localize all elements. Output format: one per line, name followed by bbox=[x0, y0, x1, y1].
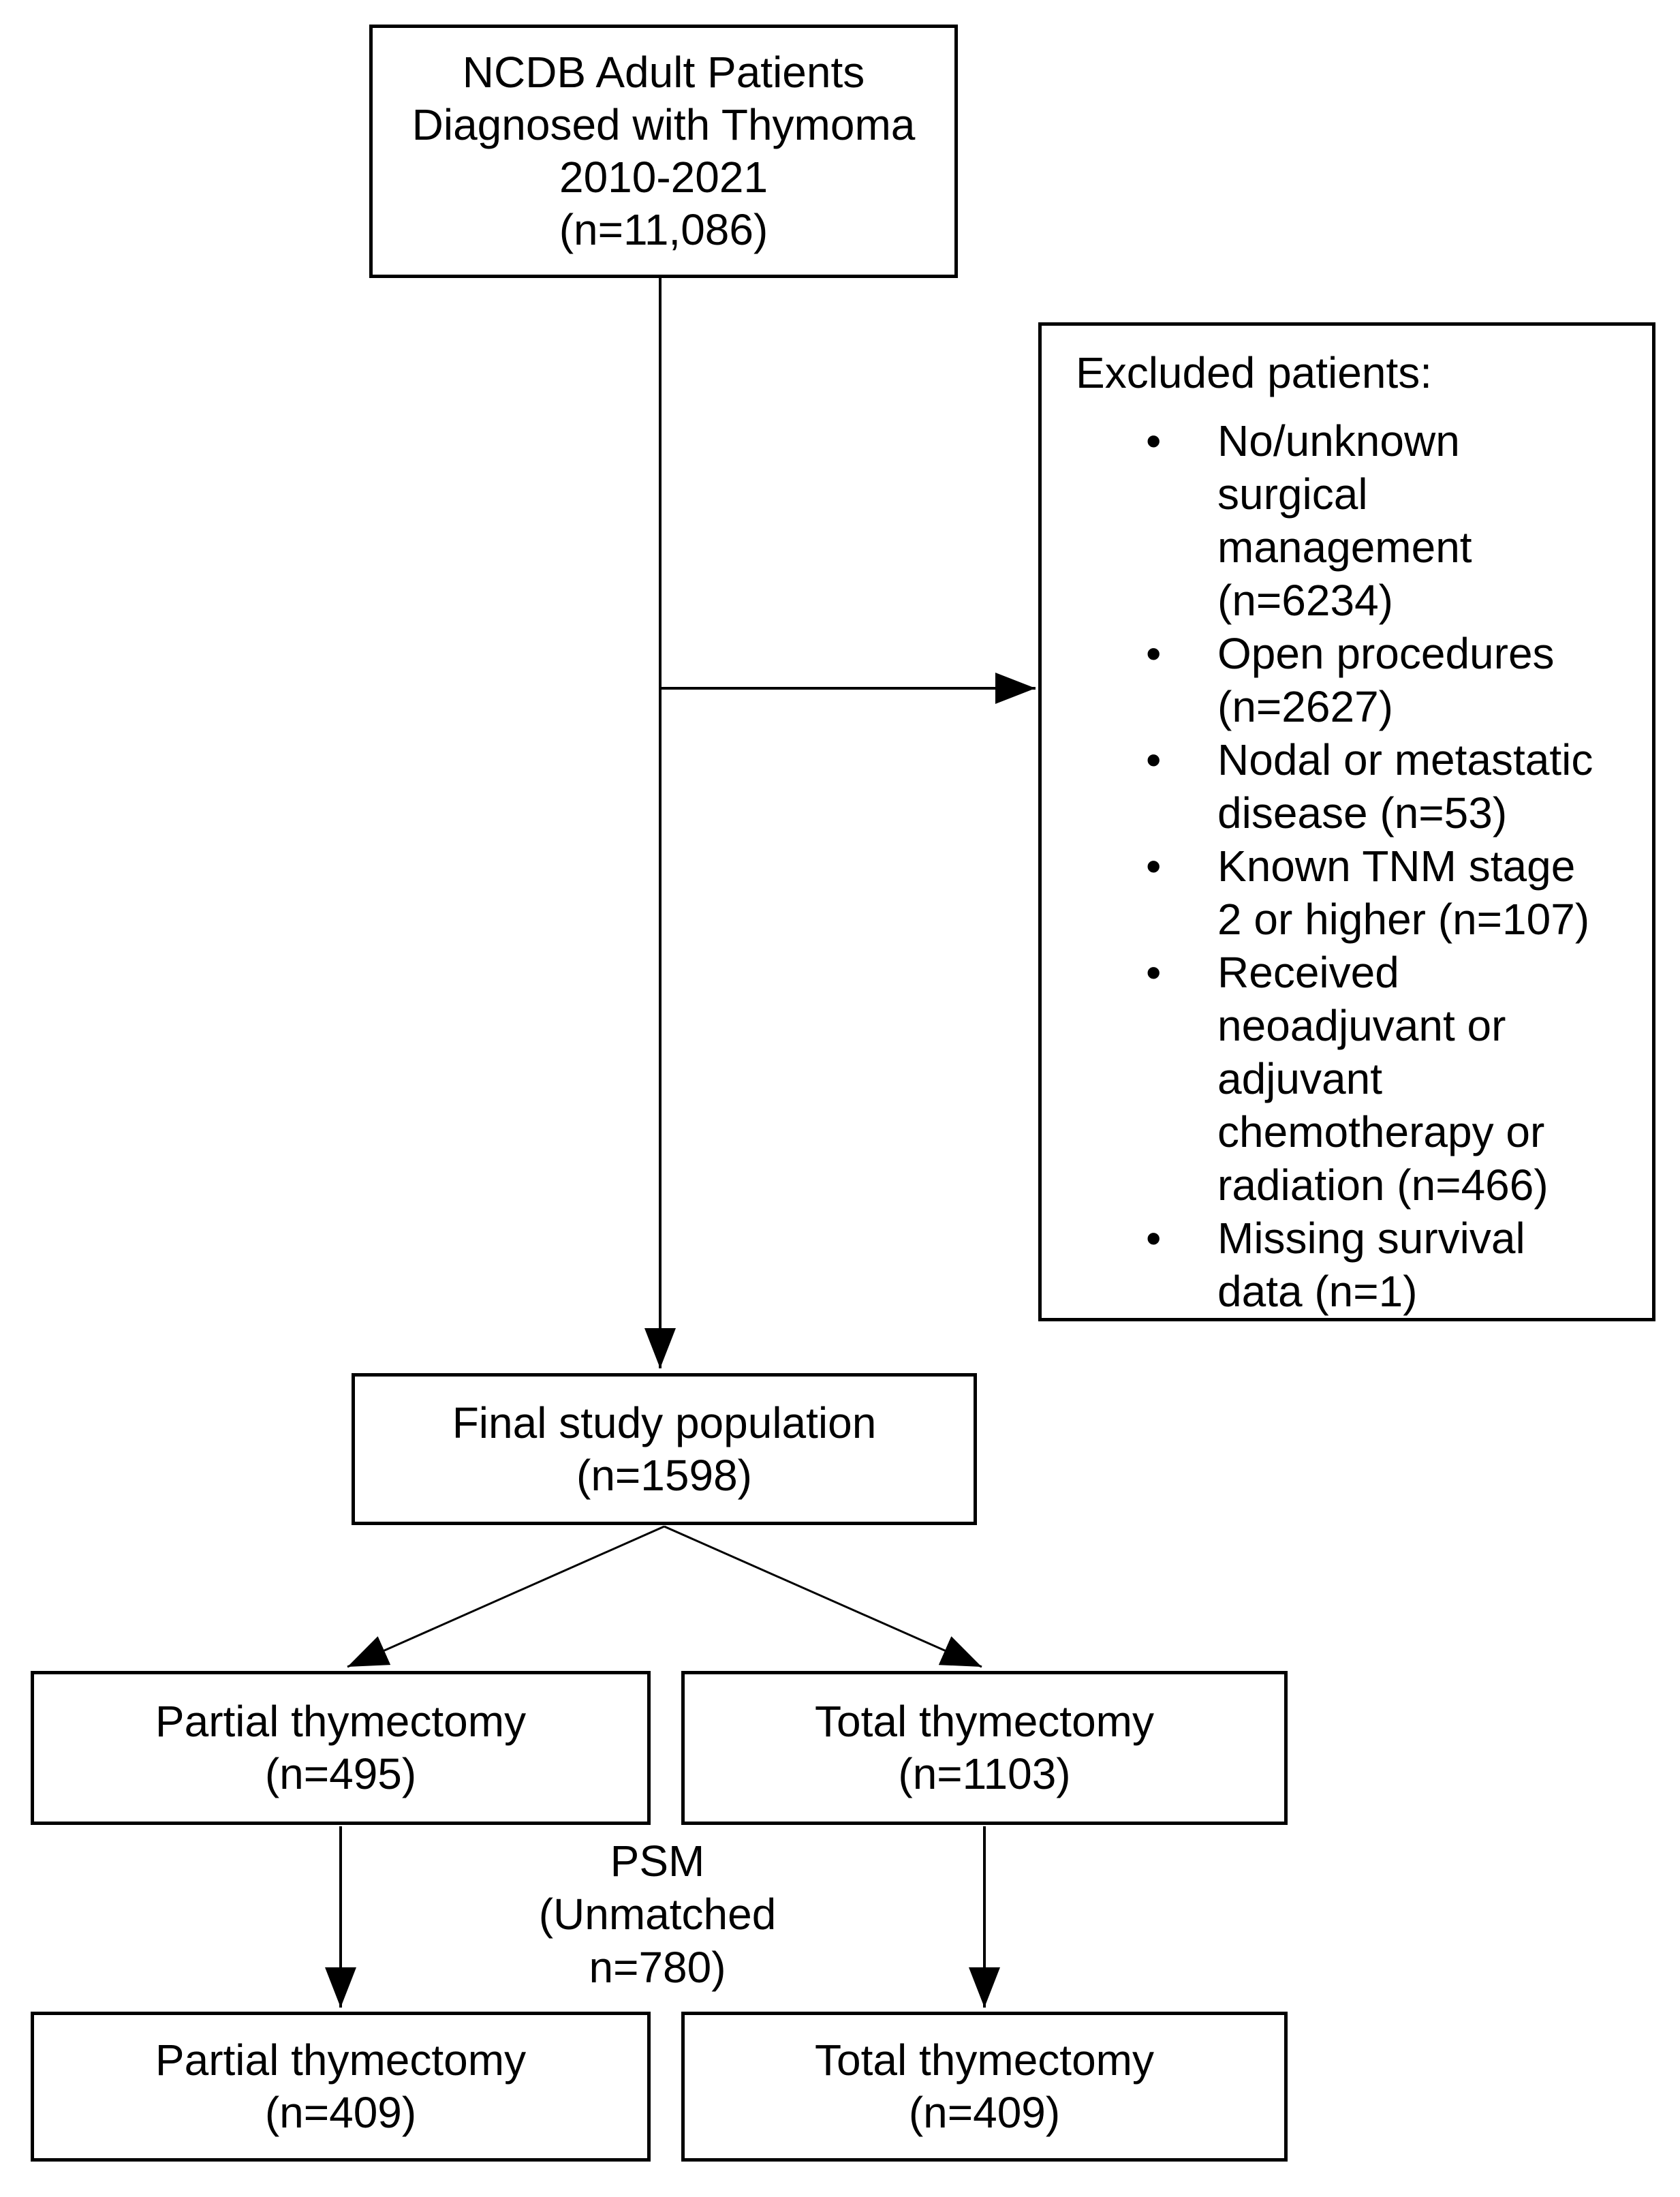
box-matched-partial-thymectomy: Partial thymectomy (n=409) bbox=[31, 2012, 651, 2162]
box-final-line: (n=1598) bbox=[576, 1450, 752, 1500]
psm-line: n=780) bbox=[589, 1943, 726, 1992]
excluded-item-neoadjuvant: • Received neoadjuvant or adjuvant chemo… bbox=[1076, 946, 1634, 1212]
excluded-item-open-procedures: • Open procedures (n=2627) bbox=[1076, 627, 1634, 733]
box-matched-total-line: (n=409) bbox=[908, 2088, 1061, 2137]
box-total-thymectomy: Total thymectomy (n=1103) bbox=[681, 1671, 1288, 1825]
bullet-icon: • bbox=[1146, 735, 1162, 784]
excluded-item-missing-survival: • Missing survival data (n=1) bbox=[1076, 1212, 1634, 1318]
psm-annotation: PSM (Unmatched n=780) bbox=[439, 1834, 875, 1994]
box-matched-total-line: Total thymectomy bbox=[815, 2035, 1154, 2085]
box-total-line: (n=1103) bbox=[898, 1749, 1071, 1798]
excluded-item-nodal-metastatic: • Nodal or metastatic disease (n=53) bbox=[1076, 733, 1634, 840]
bullet-icon: • bbox=[1146, 1214, 1162, 1263]
psm-line: (Unmatched bbox=[538, 1890, 777, 1939]
bullet-icon: • bbox=[1146, 842, 1162, 891]
box-ncdb-line: Diagnosed with Thymoma bbox=[411, 100, 916, 149]
box-ncdb-line: 2010-2021 bbox=[559, 153, 768, 202]
box-ncdb-line: (n=11,086) bbox=[559, 205, 768, 254]
bullet-icon: • bbox=[1146, 948, 1162, 997]
box-matched-partial-line: Partial thymectomy bbox=[155, 2035, 527, 2085]
box-final-study-population: Final study population (n=1598) bbox=[352, 1373, 977, 1525]
excluded-title: Excluded patients: bbox=[1076, 348, 1432, 397]
box-partial-line: Partial thymectomy bbox=[155, 1697, 527, 1746]
arrow-final-to-partial bbox=[347, 1525, 665, 1668]
bullet-icon: • bbox=[1146, 416, 1162, 465]
excluded-list: • No/unknown surgical management (n=6234… bbox=[1076, 414, 1634, 1318]
psm-line: PSM bbox=[610, 1837, 705, 1886]
excluded-item-no-surgery: • No/unknown surgical management (n=6234… bbox=[1076, 414, 1634, 627]
arrow-final-to-total bbox=[664, 1525, 982, 1668]
box-partial-thymectomy: Partial thymectomy (n=495) bbox=[31, 1671, 651, 1825]
box-matched-total-thymectomy: Total thymectomy (n=409) bbox=[681, 2012, 1288, 2162]
box-partial-line: (n=495) bbox=[264, 1749, 417, 1798]
box-excluded-patients: Excluded patients: • No/unknown surgical… bbox=[1038, 322, 1655, 1321]
box-final-line: Final study population bbox=[452, 1398, 877, 1447]
bullet-icon: • bbox=[1146, 629, 1162, 678]
box-matched-partial-line: (n=409) bbox=[264, 2088, 417, 2137]
box-total-line: Total thymectomy bbox=[815, 1697, 1154, 1746]
excluded-item-tnm-stage: • Known TNM stage 2 or higher (n=107) bbox=[1076, 840, 1634, 946]
box-ncdb-patients: NCDB Adult Patients Diagnosed with Thymo… bbox=[369, 25, 958, 278]
box-ncdb-line: NCDB Adult Patients bbox=[462, 48, 865, 97]
